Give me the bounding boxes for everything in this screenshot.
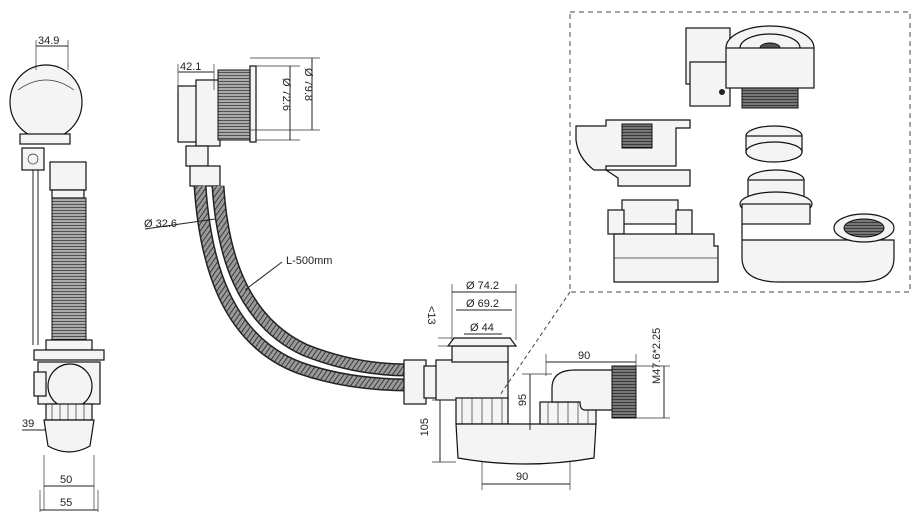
- detail-trap-body: [741, 224, 895, 283]
- dim-drain-d44: Ø 44: [470, 322, 494, 334]
- hose-outer: [195, 185, 411, 390]
- dim-drain-90-top: 90: [578, 350, 590, 362]
- dim-side-50: 50: [60, 474, 72, 486]
- detail-box: [569, 11, 911, 293]
- hose-inner: [213, 185, 409, 375]
- dim-drain-thread: M47.6*2.25: [651, 328, 663, 384]
- dim-overflow-42: 42.1: [180, 61, 201, 73]
- detail-parts: [575, 25, 895, 283]
- dim-overflow-d726: Ø 72.6: [280, 78, 292, 111]
- dim-overflow-d798: Ø 79.8: [302, 68, 314, 101]
- dim-side-39: 39: [22, 418, 34, 430]
- dim-drain-13: <13: [425, 306, 437, 325]
- trap-body: [455, 423, 597, 465]
- drain-cap: [446, 337, 518, 347]
- dim-side-55: 55: [60, 497, 72, 509]
- dim-hose-length: L-500mm: [286, 255, 332, 267]
- dim-drain-d692: Ø 69.2: [466, 298, 499, 310]
- drain-body: [435, 359, 509, 401]
- side-view: 34.9 39 50 55: [9, 35, 105, 512]
- front-view: 42.1 Ø 72.6 Ø 79.8 Ø 32.6 L-500mm Ø 74.2…: [144, 57, 670, 490]
- side-hose: [51, 197, 87, 347]
- outlet-thread: [611, 365, 637, 419]
- side-drain-circle: [47, 363, 93, 409]
- side-overflow-head: [9, 64, 83, 140]
- dim-drain-d742: Ø 74.2: [466, 280, 499, 292]
- dim-side-top: 34.9: [38, 35, 59, 47]
- dim-hose-d: Ø 32.6: [144, 218, 177, 230]
- dim-drain-95: 95: [517, 394, 529, 406]
- overflow-cap: [217, 69, 255, 141]
- dim-drain-90-bottom: 90: [516, 471, 528, 483]
- dim-drain-105: 105: [419, 418, 431, 436]
